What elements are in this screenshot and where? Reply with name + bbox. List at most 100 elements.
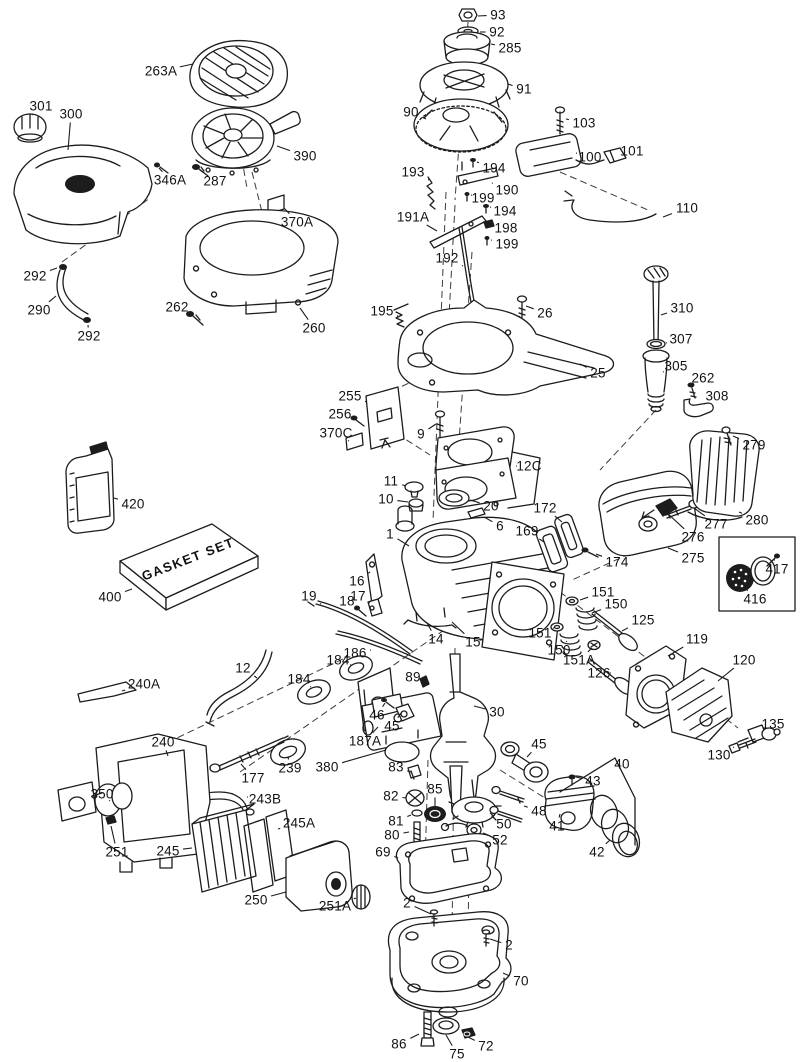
part-bolt-177 bbox=[209, 735, 289, 773]
leader-194-22 bbox=[476, 161, 480, 164]
leader-276-54 bbox=[665, 511, 685, 530]
part-retainer-151b bbox=[550, 622, 564, 632]
leader-251-78 bbox=[110, 825, 116, 844]
leader-6-46 bbox=[483, 516, 493, 523]
leader-350-77 bbox=[108, 799, 111, 802]
leader-151A-112 bbox=[587, 647, 593, 653]
leader-300-11 bbox=[67, 122, 71, 151]
leader-83-88 bbox=[407, 770, 412, 773]
leader-150-111 bbox=[565, 640, 568, 643]
part-air-cleaner-cover-250 bbox=[285, 840, 353, 912]
part-cap-11 bbox=[404, 481, 424, 498]
part-air-cleaner-bracket-240 bbox=[94, 733, 211, 873]
leader-103-5 bbox=[565, 118, 570, 121]
part-decal-370C bbox=[345, 432, 364, 451]
part-woodruff-key-89 bbox=[419, 675, 430, 688]
leader-10-44 bbox=[397, 500, 409, 503]
leader-177-72 bbox=[240, 763, 247, 771]
part-recoil-starter bbox=[191, 107, 301, 176]
part-rod-bolts-48 bbox=[489, 785, 525, 823]
leader-91-3 bbox=[507, 83, 513, 87]
leader-301-10 bbox=[31, 113, 34, 116]
leader-416-57 bbox=[746, 589, 749, 592]
part-valve-spring-150b bbox=[559, 633, 582, 657]
leader-2-102 bbox=[489, 938, 502, 944]
part-valve-125 bbox=[591, 610, 638, 652]
leader-151-107 bbox=[579, 596, 589, 601]
leader-25-32 bbox=[579, 363, 587, 368]
part-screw-26 bbox=[516, 295, 528, 319]
leader-240A-75 bbox=[121, 689, 126, 692]
leader-45-87 bbox=[526, 751, 532, 758]
part-strip-240A bbox=[77, 681, 137, 703]
leader-15-65 bbox=[451, 621, 465, 635]
part-connecting-rod bbox=[500, 741, 549, 783]
leader-20-45 bbox=[469, 499, 480, 504]
part-governor-spring-193 bbox=[426, 176, 436, 210]
leader-187A-69 bbox=[372, 726, 379, 734]
part-clamp-45a bbox=[395, 703, 415, 722]
part-gasket-set-box-400 bbox=[119, 523, 259, 611]
part-gasket-172 bbox=[554, 513, 584, 559]
leader-308-37 bbox=[703, 403, 706, 405]
part-starter-cup bbox=[443, 31, 491, 66]
part-key-6 bbox=[467, 507, 486, 519]
leader-251A-82 bbox=[353, 897, 357, 900]
leader-119-114 bbox=[667, 646, 684, 657]
part-spark-plug-135 bbox=[737, 724, 781, 743]
part-screw-9 bbox=[434, 410, 446, 438]
leader-150-108 bbox=[591, 609, 602, 614]
leader-120-115 bbox=[717, 667, 735, 682]
part-tube-12 bbox=[205, 649, 273, 727]
part-tappet-82 bbox=[405, 789, 425, 807]
leader-420-58 bbox=[113, 497, 119, 500]
part-muffler-guard-280 bbox=[687, 430, 760, 521]
part-cylinder-head-120 bbox=[665, 667, 733, 743]
leader-277-53 bbox=[693, 507, 706, 517]
part-head-bolt-130 bbox=[728, 738, 757, 754]
leader-370C-40 bbox=[347, 440, 350, 442]
part-nut-72 bbox=[461, 1027, 476, 1039]
part-dipstick bbox=[643, 265, 669, 346]
part-retainer-151a bbox=[565, 596, 579, 606]
part-air-filter-245 bbox=[191, 803, 257, 893]
part-heat-shield-255 bbox=[365, 386, 405, 450]
leader-346A-12 bbox=[158, 167, 163, 173]
part-bracket-190 bbox=[457, 161, 499, 186]
part-piston bbox=[544, 775, 596, 831]
leader-245A-80 bbox=[277, 827, 281, 830]
leader-239-70 bbox=[287, 756, 290, 760]
leader-193-21 bbox=[427, 179, 430, 181]
leader-75-105 bbox=[445, 1034, 453, 1046]
leader-279-51 bbox=[732, 435, 740, 440]
leader-86-104 bbox=[410, 1033, 420, 1039]
part-bushing-10 bbox=[408, 498, 424, 512]
leader-41-99 bbox=[558, 813, 561, 818]
part-gasket-184b bbox=[297, 679, 331, 705]
part-lever-191A bbox=[429, 215, 487, 249]
part-screw-194b bbox=[483, 204, 489, 214]
part-gasket-184a bbox=[339, 655, 373, 681]
part-nut-198 bbox=[483, 219, 495, 229]
leader-370A-15 bbox=[283, 207, 290, 215]
leader-125-109 bbox=[621, 627, 629, 632]
leader-19-63 bbox=[319, 602, 322, 605]
leader-130-117 bbox=[732, 746, 735, 748]
leader-11-43 bbox=[402, 484, 407, 487]
part-screw-46 bbox=[381, 698, 395, 709]
leader-17-61 bbox=[368, 602, 371, 604]
leader-310-33 bbox=[660, 312, 668, 316]
leader-262-36 bbox=[692, 383, 695, 385]
part-flywheel bbox=[413, 98, 509, 153]
leader-69-93 bbox=[394, 855, 399, 859]
leader-82-89 bbox=[402, 796, 407, 799]
leader-169-49 bbox=[539, 538, 545, 543]
part-clip-83 bbox=[407, 764, 422, 780]
part-piston-rings bbox=[589, 794, 641, 858]
leader-263A-9 bbox=[179, 63, 194, 68]
part-blower-housing-cover bbox=[189, 39, 288, 108]
leader-275-55 bbox=[667, 547, 679, 553]
leader-70-103 bbox=[502, 972, 510, 977]
part-kill-wire bbox=[563, 190, 657, 223]
